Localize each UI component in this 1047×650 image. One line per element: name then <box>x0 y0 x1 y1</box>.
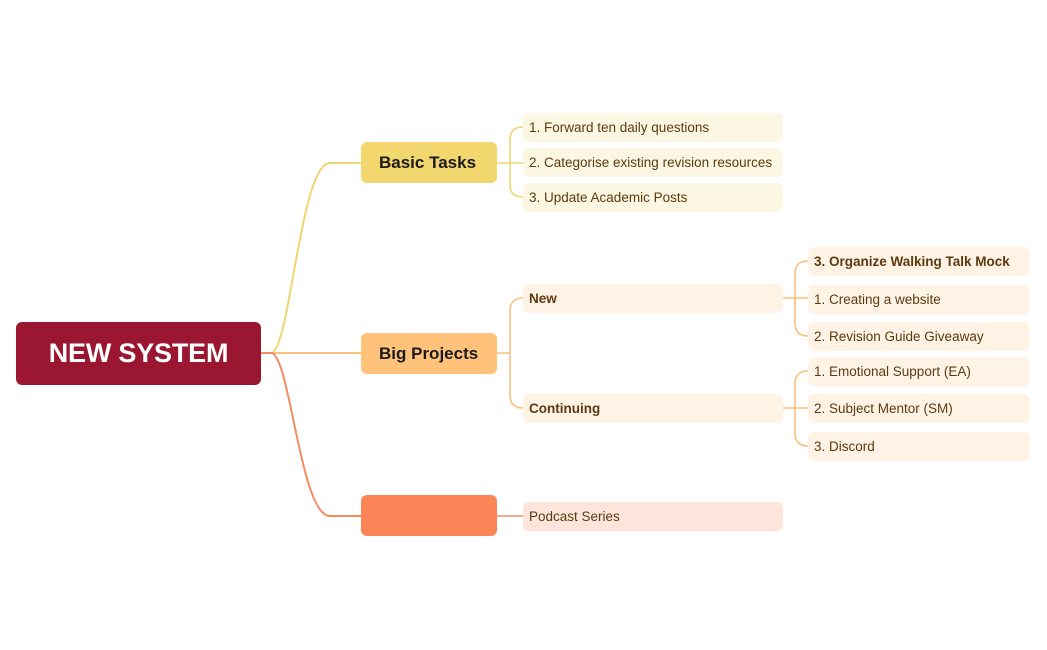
leaf-label: 1. Emotional Support (EA) <box>814 364 971 379</box>
leaf-label: 1. Creating a website <box>814 292 941 307</box>
leaf-emotional-support[interactable]: 1. Emotional Support (EA) <box>808 357 1030 386</box>
leaf-forward-daily-questions[interactable]: 1. Forward ten daily questions <box>523 113 783 142</box>
connector-new-leaves <box>782 260 809 337</box>
leaf-label: 2. Subject Mentor (SM) <box>814 401 953 416</box>
main-topic-label: Basic Tasks <box>379 152 477 172</box>
leaf-label: 3. Discord <box>814 439 875 454</box>
main-topic-basic-tasks[interactable]: Basic Tasks <box>361 142 497 183</box>
leaf-subject-mentor[interactable]: 2. Subject Mentor (SM) <box>808 394 1030 423</box>
leaf-revision-guide-giveaway[interactable]: 2. Revision Guide Giveaway <box>808 322 1030 351</box>
subtopic-continuing[interactable]: Continuing <box>523 394 783 423</box>
connector-continuing-leaves <box>782 370 809 447</box>
connector-big-projects-subtopics <box>497 297 524 409</box>
leaf-label: 2. Revision Guide Giveaway <box>814 329 984 344</box>
root-topic-label: NEW SYSTEM <box>48 338 229 368</box>
leaf-label: Podcast Series <box>529 509 620 524</box>
leaf-categorise-resources[interactable]: 2. Categorise existing revision resource… <box>523 148 783 177</box>
leaf-label: 1. Forward ten daily questions <box>529 120 710 135</box>
subtopic-new[interactable]: New <box>523 284 783 313</box>
root-topic-new-system[interactable]: NEW SYSTEM <box>16 322 261 385</box>
leaf-update-academic-posts[interactable]: 3. Update Academic Posts <box>523 183 783 212</box>
leaf-podcast-series[interactable]: Podcast Series <box>523 502 783 531</box>
leaf-label: 2. Categorise existing revision resource… <box>529 155 773 170</box>
leaf-creating-website[interactable]: 1. Creating a website <box>808 285 1030 314</box>
main-topic-label: Big Projects <box>379 343 479 363</box>
main-topic-big-projects[interactable]: Big Projects <box>361 333 497 374</box>
connector-basic-tasks-leaves <box>497 126 524 198</box>
leaf-label: 3. Update Academic Posts <box>529 190 688 205</box>
subtopic-label: New <box>529 291 557 306</box>
connector-root-basic-tasks <box>261 162 361 354</box>
subtopic-label: Continuing <box>529 401 601 416</box>
main-topic-unnamed[interactable] <box>361 495 497 536</box>
leaf-label: 3. Organize Walking Talk Mock <box>814 254 1010 269</box>
connector-root-unnamed-topic <box>261 352 361 517</box>
leaf-discord[interactable]: 3. Discord <box>808 432 1030 461</box>
leaf-walking-talk-mock[interactable]: 3. Organize Walking Talk Mock <box>808 247 1030 276</box>
